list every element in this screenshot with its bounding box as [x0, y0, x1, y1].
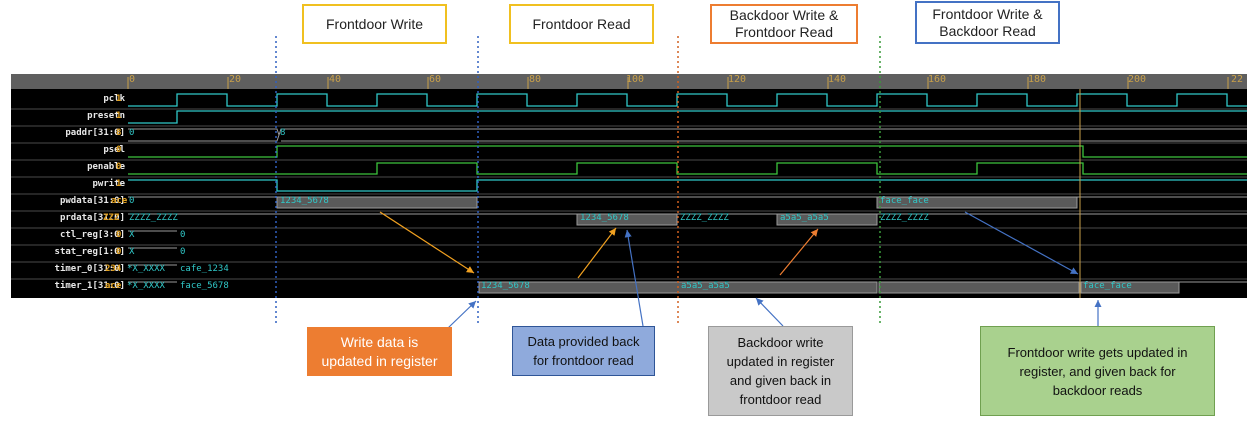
phase-frontdoor-write: Frontdoor Write: [302, 4, 447, 44]
bus-value: *X_XXXX: [127, 281, 165, 291]
signal-value: 1: [116, 94, 122, 104]
signal-name: stat_reg[1:0]: [54, 247, 125, 257]
signal-value: 1: [116, 111, 122, 121]
signal-name: pwrite: [92, 179, 125, 189]
ruler-tick-label: 120: [728, 74, 747, 85]
arrow-note-backdoor: [755, 297, 784, 327]
signal-name: timer_1[31:0]: [54, 281, 125, 291]
signal-value: 0: [116, 247, 122, 257]
signal-name: timer_0[31:0]: [54, 264, 125, 274]
phase-frontdoor-write-backdoor-read: Frontdoor Write & Backdoor Read: [915, 1, 1060, 44]
signal-value: 234: [105, 264, 122, 274]
bus-value: ZZZZ_ZZZZ: [129, 213, 178, 223]
ruler-tick-label: 140: [828, 74, 847, 85]
note-write-data-updated: Write data is updated in register: [307, 327, 452, 376]
bus-value: a5a5_a5a5: [780, 213, 829, 223]
ruler-tick-label: 200: [1128, 74, 1147, 85]
signal-value: 0: [116, 230, 122, 240]
bus-value: face_face: [1083, 281, 1132, 291]
time-ruler: 0 20 40 60 80 100 120 140 160 180 200 22: [11, 74, 1247, 89]
note-frontdoor-write-updated: Frontdoor write gets updated in register…: [980, 326, 1215, 416]
bus-value: ZZZZ_ZZZZ: [880, 213, 929, 223]
bus-value: cafe_1234: [180, 264, 229, 274]
signal-name: prdata[31:0]: [59, 213, 125, 223]
bus-value: 1234_5678: [280, 196, 329, 206]
signal-name: presetn: [87, 111, 125, 121]
ruler-tick-label: 100: [626, 74, 645, 85]
phase-frontdoor-read: Frontdoor Read: [509, 4, 654, 44]
ruler-tick-label: 20: [229, 74, 242, 85]
signal-value: 0: [116, 162, 122, 172]
bus-value: 1234_5678: [481, 281, 530, 291]
phase-backdoor-write-frontdoor-read: Backdoor Write & Frontdoor Read: [710, 4, 858, 44]
bus-value: X: [129, 230, 135, 240]
bus-value: 0: [180, 247, 186, 257]
signal-name: pwdata[31:0]: [59, 196, 125, 206]
bus-value: ZZZZ_ZZZZ: [680, 213, 729, 223]
bus-value: 1234_5678: [580, 213, 629, 223]
bus-value: 0: [129, 196, 135, 206]
signal-name: penable: [87, 162, 125, 172]
ruler-tick-label: 40: [329, 74, 342, 85]
signal-name: pclk: [103, 94, 125, 104]
ruler-tick-label: 22: [1231, 74, 1244, 85]
signal-name: psel: [103, 145, 125, 155]
ruler-tick-label: 160: [928, 74, 947, 85]
ruler-tick-label: 80: [529, 74, 542, 85]
note-data-provided-back: Data provided back for frontdoor read: [512, 326, 655, 376]
signal-value: 0: [116, 145, 122, 155]
signal-name: ctl_reg[3:0]: [59, 230, 125, 240]
note-backdoor-write-updated: Backdoor write updated in register and g…: [708, 326, 853, 416]
signal-value: 1: [116, 179, 122, 189]
bus-value: face_face: [880, 196, 929, 206]
bus-value: face_5678: [180, 281, 229, 291]
bus-value: X: [129, 247, 135, 257]
signal-value: 8: [116, 128, 122, 138]
ruler-tick-label: 180: [1028, 74, 1047, 85]
bus-value: a5a5_a5a5: [681, 281, 730, 291]
ruler-tick-label: 0: [129, 74, 136, 85]
bus-value: 0: [180, 230, 186, 240]
signal-value: ZZZ: [103, 213, 120, 223]
waveform-viewer: 0 20 40 60 80 100 120 140 160 180 200 22: [11, 74, 1247, 298]
bus-value: 0: [129, 128, 135, 138]
signal-name: paddr[31:0]: [65, 128, 125, 138]
signal-value: ace: [111, 196, 128, 206]
bus-value: 8: [280, 128, 286, 138]
arrow-note-write: [447, 300, 477, 329]
signal-value: ace: [105, 281, 122, 291]
ruler-tick-label: 60: [429, 74, 442, 85]
bus-value: *X_XXXX: [127, 264, 165, 274]
